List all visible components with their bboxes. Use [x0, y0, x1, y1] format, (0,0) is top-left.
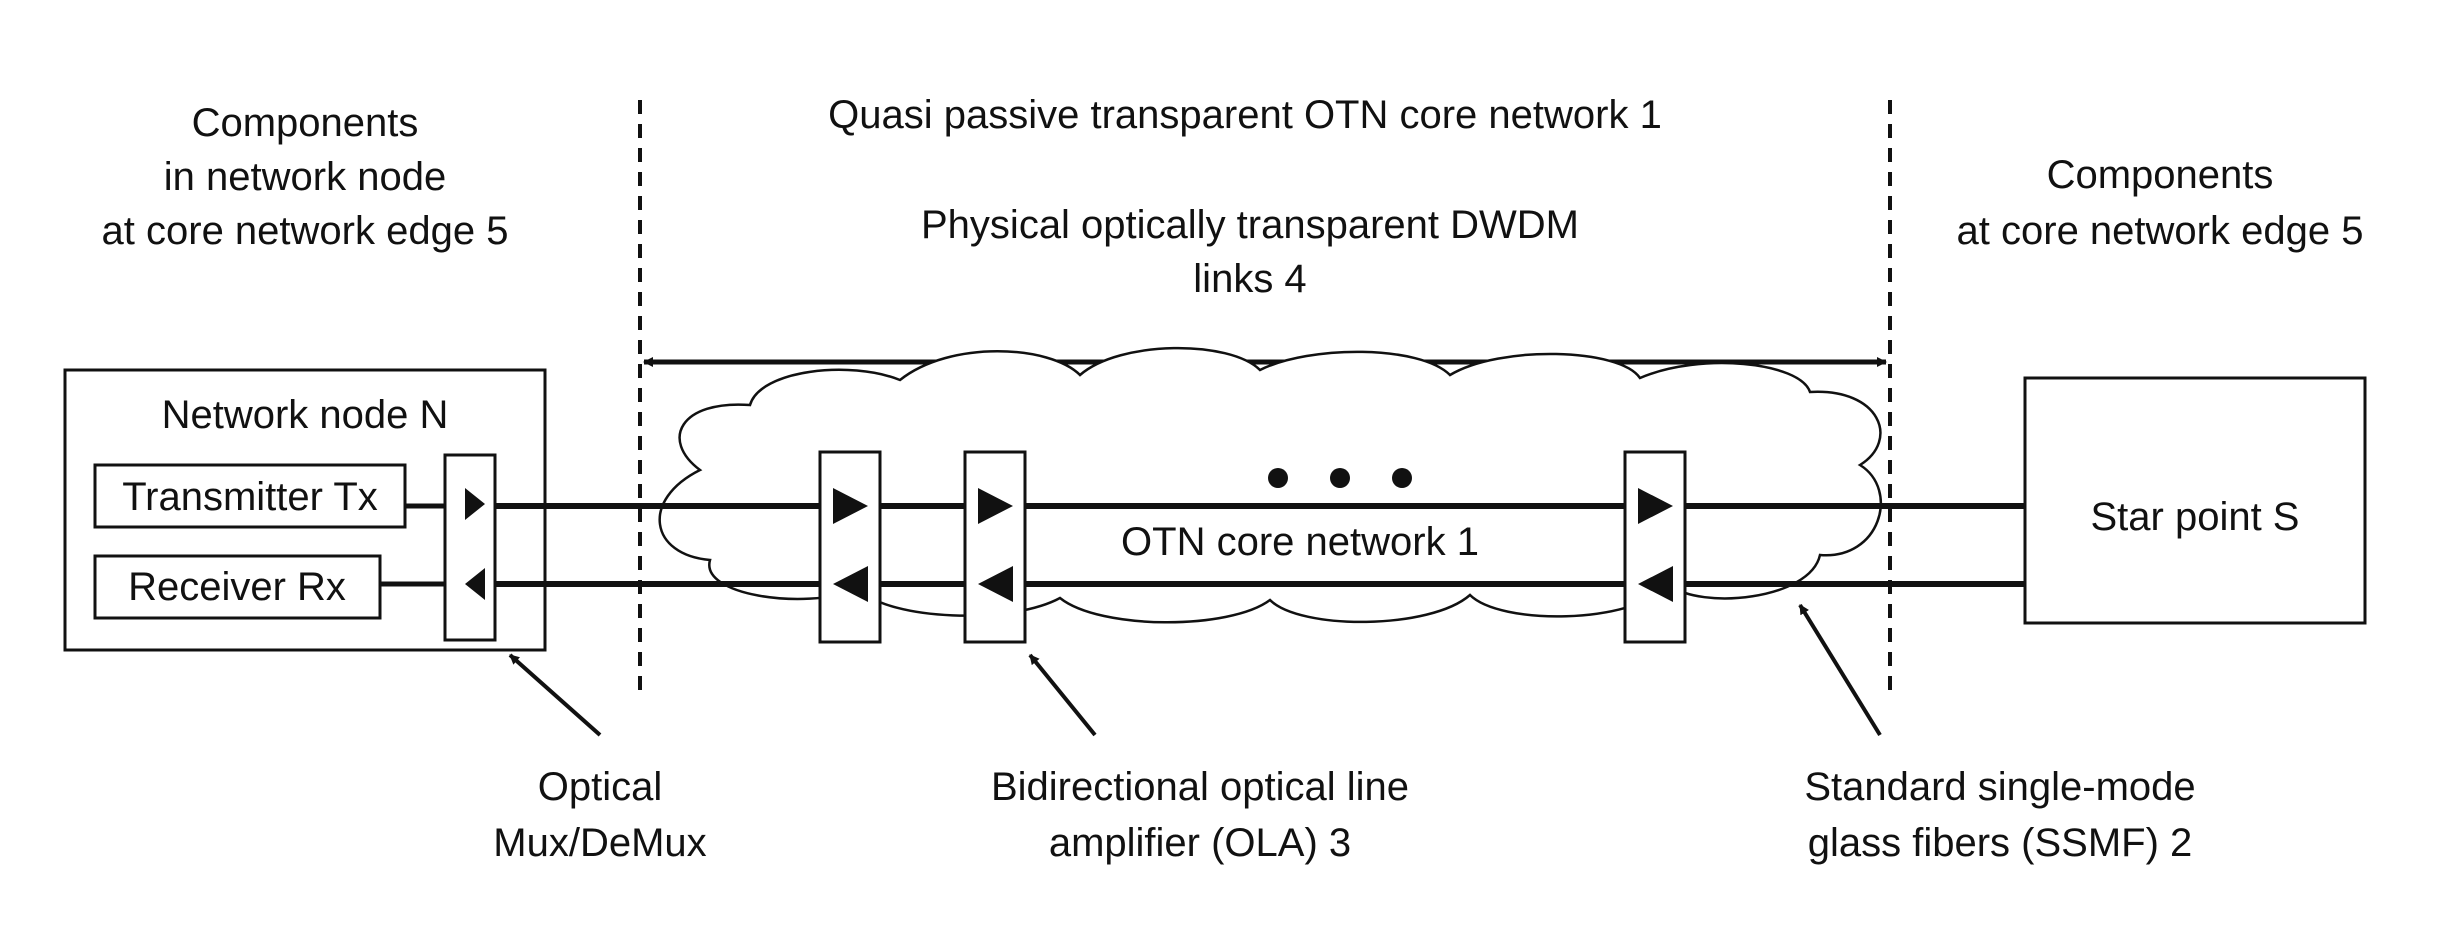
svg-text:in network node: in network node	[164, 155, 446, 199]
svg-text:Standard single-mode: Standard single-mode	[1804, 765, 2195, 809]
ola-amplifier-3	[1625, 452, 1685, 642]
left-components-label: Components in network node at core netwo…	[102, 101, 509, 253]
svg-text:amplifier (OLA) 3: amplifier (OLA) 3	[1049, 821, 1351, 865]
ola-pointer-line	[1030, 655, 1095, 735]
svg-text:Physical optically transparent: Physical optically transparent DWDM	[921, 203, 1579, 247]
svg-text:at core network edge 5: at core network edge 5	[1957, 209, 2364, 253]
network-node-label: Network node N	[162, 393, 449, 437]
svg-text:Optical: Optical	[538, 765, 663, 809]
mux-demux-caption: Optical Mux/DeMux	[493, 765, 706, 865]
ssmf-caption: Standard single-mode glass fibers (SSMF)…	[1804, 765, 2195, 865]
core-network-title: Quasi passive transparent OTN core netwo…	[828, 93, 1662, 137]
ola-amplifier-1	[820, 452, 880, 642]
otn-core-network-label: OTN core network 1	[1121, 520, 1479, 564]
svg-text:at core network edge 5: at core network edge 5	[102, 209, 509, 253]
transmitter-label: Transmitter Tx	[122, 475, 378, 519]
svg-text:links 4: links 4	[1193, 257, 1306, 301]
ola-caption: Bidirectional optical line amplifier (OL…	[991, 765, 1409, 865]
receiver-label: Receiver Rx	[128, 565, 346, 609]
ssmf-pointer-line	[1800, 605, 1880, 735]
star-point-label: Star point S	[2090, 495, 2299, 539]
svg-text:Components: Components	[2047, 153, 2274, 197]
svg-text:Mux/DeMux: Mux/DeMux	[493, 821, 706, 865]
svg-text:Components: Components	[192, 101, 419, 145]
svg-text:glass fibers (SSMF) 2: glass fibers (SSMF) 2	[1808, 821, 2193, 865]
ola-amplifier-2	[965, 452, 1025, 642]
svg-text:Bidirectional optical line: Bidirectional optical line	[991, 765, 1409, 809]
mux-demux-box	[445, 455, 495, 640]
mux-pointer-line	[510, 655, 600, 735]
right-components-label: Components at core network edge 5	[1957, 153, 2364, 253]
dwdm-links-label: Physical optically transparent DWDM link…	[921, 203, 1579, 301]
